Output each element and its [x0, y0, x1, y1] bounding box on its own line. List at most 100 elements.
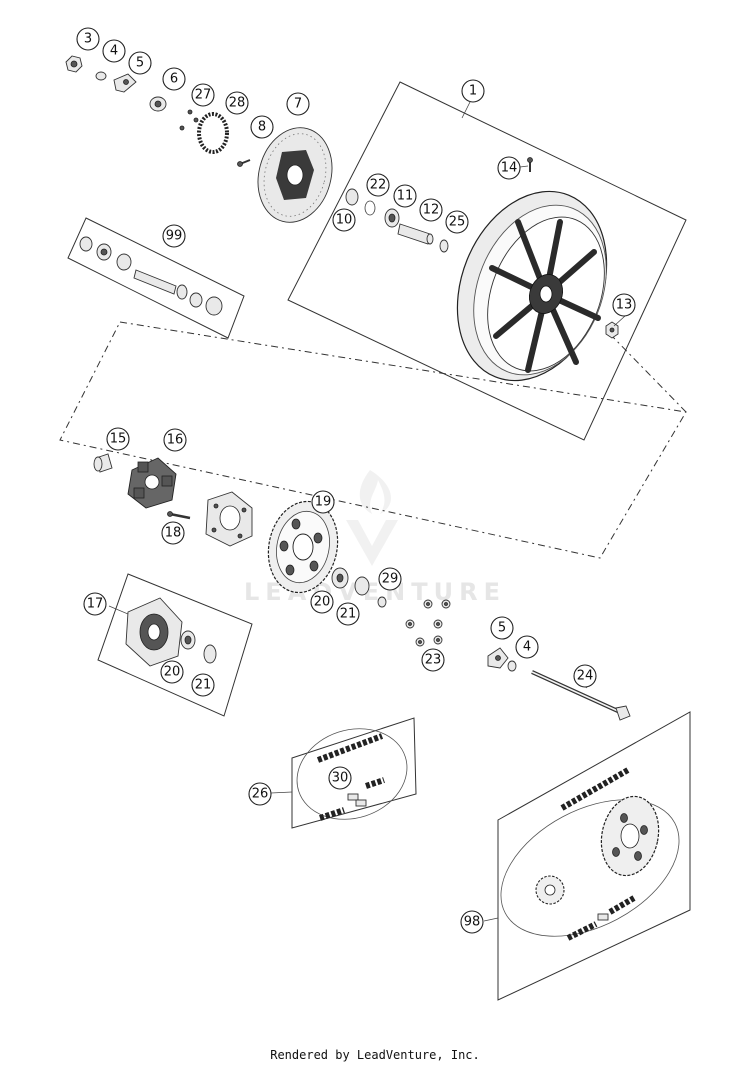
callout-26-label: 26 [252, 787, 269, 802]
callout-30: 30 [328, 766, 352, 790]
callout-4b: 4 [515, 635, 539, 659]
callout-12-label: 12 [423, 203, 440, 218]
callout-17: 17 [83, 592, 107, 616]
leader-13 [609, 333, 687, 413]
callout-1-label: 1 [469, 84, 477, 99]
part-cush-drive-16 [127, 457, 177, 509]
part-chain-adjuster-5 [113, 73, 137, 93]
part-nuts-23 [405, 599, 451, 647]
callout-98: 98 [460, 910, 484, 934]
callout-30-label: 30 [332, 771, 349, 786]
callout-24: 24 [573, 664, 597, 688]
callout-4: 4 [102, 39, 126, 63]
callout-21a-label: 21 [340, 607, 357, 622]
callout-13: 13 [612, 293, 636, 317]
callout-14-label: 14 [501, 161, 518, 176]
part-sensor-ring-28 [197, 112, 229, 154]
render-credit: Rendered by LeadVenture, Inc. [270, 1048, 480, 1062]
callout-28-label: 28 [229, 96, 246, 111]
callout-3: 3 [76, 27, 100, 51]
callout-11-label: 11 [397, 189, 414, 204]
callout-20b: 20 [160, 660, 184, 684]
part-nut-13 [605, 321, 619, 339]
part-chain-26 [296, 728, 408, 821]
callout-5: 5 [128, 51, 152, 75]
part-washer-4b [507, 660, 517, 672]
part-bearing-10 [345, 188, 359, 206]
part-chain-kit-98 [500, 767, 680, 941]
callout-12: 12 [419, 198, 443, 222]
callout-20b-label: 20 [164, 665, 181, 680]
part-spacer-29 [377, 596, 387, 608]
callout-17-label: 17 [87, 597, 104, 612]
part-circlip-22 [364, 200, 376, 216]
callout-3-label: 3 [84, 32, 92, 47]
part-bearing-20a [331, 567, 349, 589]
part-nut-3 [65, 55, 83, 73]
chain-26-frame [291, 717, 417, 829]
part-pin-18 [167, 511, 191, 520]
callout-22-label: 22 [370, 178, 387, 193]
callout-16-label: 16 [167, 433, 184, 448]
hub-17-frame [97, 573, 253, 717]
callout-24-label: 24 [577, 669, 594, 684]
callout-6-label: 6 [170, 72, 178, 87]
callout-6: 6 [162, 67, 186, 91]
callout-21a: 21 [336, 602, 360, 626]
callout-23: 23 [421, 648, 445, 672]
part-sprocket-carrier [205, 491, 253, 547]
callout-10: 10 [332, 208, 356, 232]
part-seal-21a [354, 576, 370, 596]
callout-10-label: 10 [336, 213, 353, 228]
rear-hub-group-outline [59, 321, 687, 559]
callout-7-label: 7 [294, 97, 302, 112]
callout-99: 99 [162, 224, 186, 248]
callout-21b-label: 21 [195, 678, 212, 693]
part-bearing-11 [384, 208, 400, 228]
callout-7: 7 [286, 92, 310, 116]
callout-99-label: 99 [166, 229, 183, 244]
callout-25: 25 [445, 210, 469, 234]
callout-16: 16 [163, 428, 187, 452]
part-wheel-rim-1 [456, 190, 608, 382]
kit-99-parts [79, 236, 223, 316]
part-axle-24 [531, 670, 631, 721]
callout-8: 8 [250, 115, 274, 139]
callout-5b-label: 5 [498, 621, 506, 636]
callout-4-label: 4 [110, 44, 118, 59]
callout-27: 27 [191, 83, 215, 107]
callout-11: 11 [393, 184, 417, 208]
callout-26: 26 [248, 782, 272, 806]
callout-98-label: 98 [464, 915, 481, 930]
callout-25-label: 25 [449, 215, 466, 230]
callout-18: 18 [161, 521, 185, 545]
callout-15-label: 15 [110, 432, 127, 447]
callout-29: 29 [378, 567, 402, 591]
callout-21b: 21 [191, 673, 215, 697]
callout-20a: 20 [310, 590, 334, 614]
callout-8-label: 8 [258, 120, 266, 135]
callout-18-label: 18 [165, 526, 182, 541]
part-bolt-8 [237, 159, 251, 167]
part-spacer-12 [397, 223, 434, 245]
part-bearing-25 [439, 239, 449, 253]
part-seal-21b [203, 644, 217, 664]
part-wheel-hub-17 [125, 597, 183, 667]
callout-29-label: 29 [382, 572, 399, 587]
callout-4b-label: 4 [523, 640, 531, 655]
kit-99-frame [67, 217, 245, 339]
part-rear-sprocket-19 [267, 500, 339, 594]
chain-kit-98-frame [497, 711, 691, 1001]
leadventure-flame-logo [346, 470, 398, 566]
part-valve-14 [527, 157, 533, 172]
part-brake-disc-7 [257, 127, 333, 223]
callout-1: 1 [461, 79, 485, 103]
part-chain-adjuster-5b [487, 647, 509, 669]
wheel-assembly-frame [287, 81, 687, 441]
callout-23-label: 23 [425, 653, 442, 668]
part-bearing-20b [180, 630, 196, 650]
callout-20a-label: 20 [314, 595, 331, 610]
part-screws-27 [179, 109, 199, 131]
callout-22: 22 [366, 173, 390, 197]
